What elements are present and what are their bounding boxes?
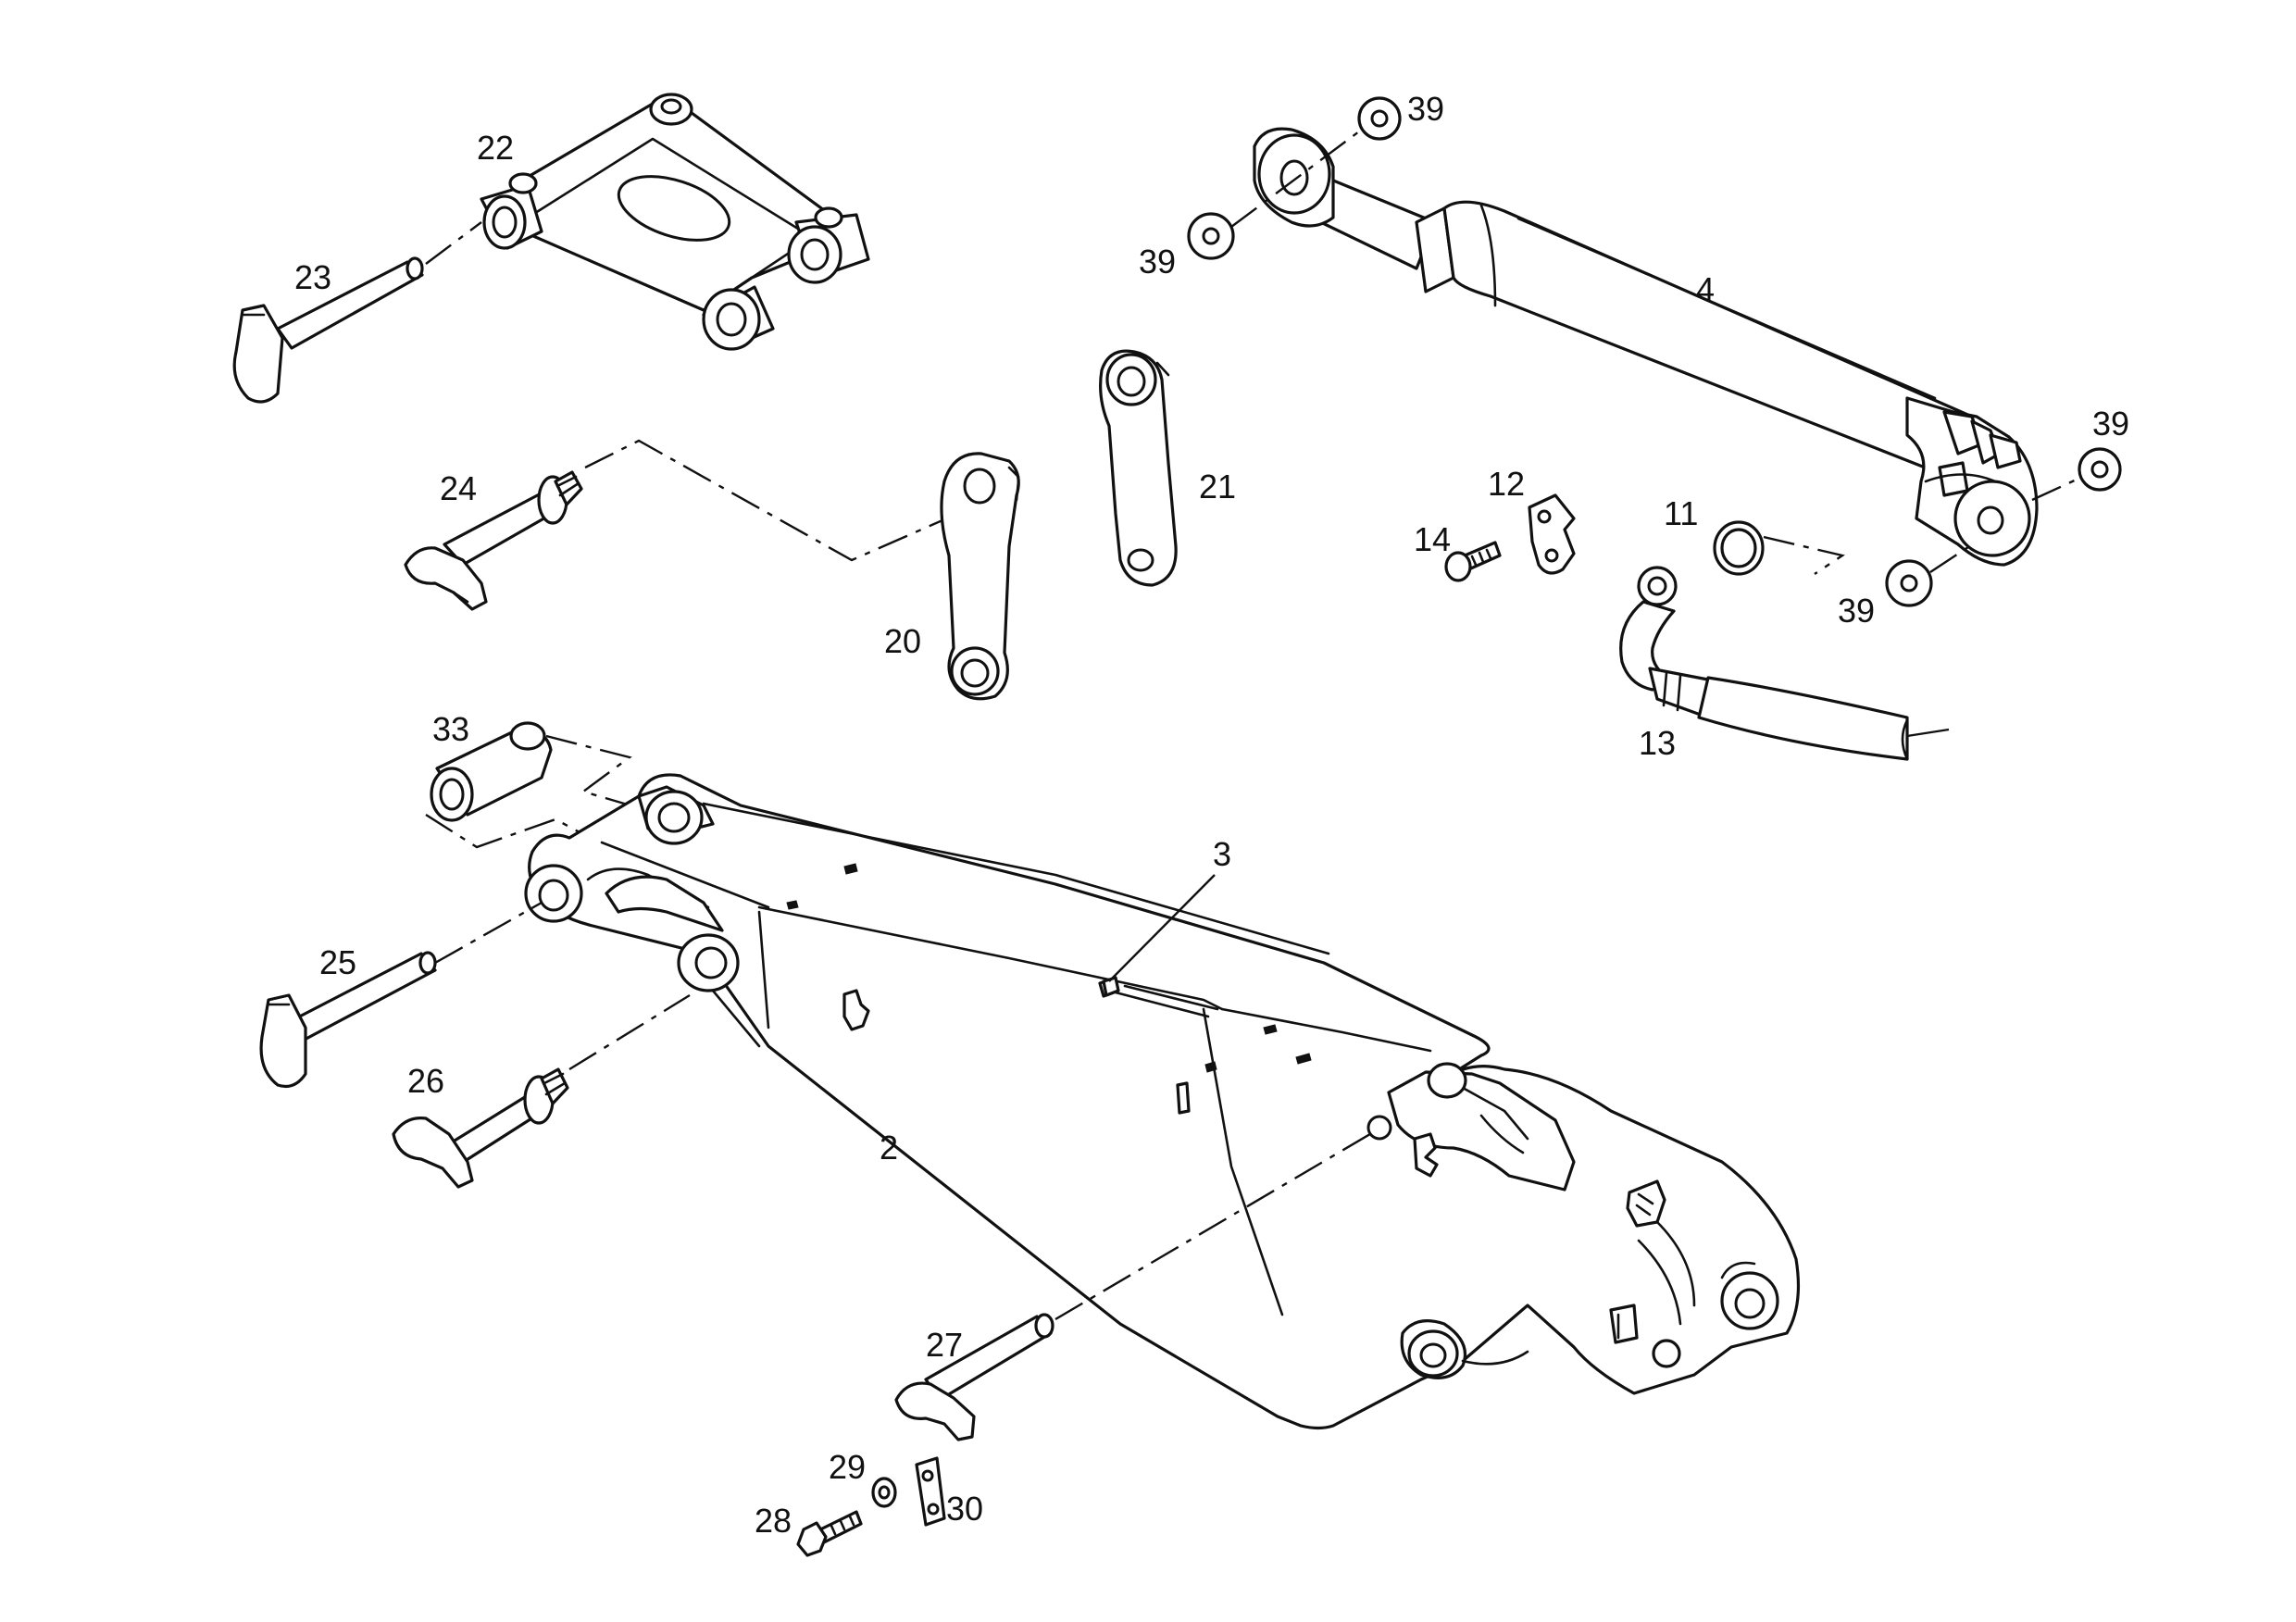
lock-plate-part-30[interactable] bbox=[915, 1456, 946, 1527]
axis-line-pin-25 bbox=[434, 901, 543, 965]
callout-33: 33 bbox=[432, 710, 469, 748]
link-part-21[interactable] bbox=[1099, 349, 1178, 587]
callout-29: 29 bbox=[829, 1448, 866, 1486]
hose-part-13[interactable] bbox=[1619, 566, 1950, 761]
callout-25: 25 bbox=[319, 943, 356, 981]
pin-part-27[interactable] bbox=[894, 1313, 1054, 1441]
axis-line-cylinder-base bbox=[1929, 540, 1978, 574]
callout-3: 3 bbox=[1213, 835, 1231, 873]
boom-part-2[interactable] bbox=[524, 773, 1801, 1430]
leader-line-3 bbox=[1108, 874, 1216, 982]
callout-20: 20 bbox=[884, 622, 921, 660]
callout-39-base-bottom: 39 bbox=[1838, 592, 1875, 630]
axis-line-cylinder-rod-eye bbox=[1230, 131, 1360, 228]
bolt-part-28[interactable] bbox=[796, 1510, 863, 1557]
axis-line-cylinder-base-right bbox=[2031, 477, 2079, 502]
callout-39-rod-top: 39 bbox=[1407, 90, 1444, 128]
axis-line-pin-24 bbox=[584, 439, 973, 562]
callout-27: 27 bbox=[926, 1326, 963, 1364]
callout-22: 22 bbox=[477, 129, 514, 167]
pin-part-24[interactable] bbox=[404, 470, 583, 611]
pin-part-26[interactable] bbox=[392, 1067, 569, 1189]
callout-24: 24 bbox=[440, 469, 477, 507]
callout-2: 2 bbox=[880, 1129, 898, 1167]
callout-39-rod-bottom: 39 bbox=[1139, 243, 1176, 281]
callout-28: 28 bbox=[755, 1502, 792, 1540]
axis-line-bushing-upper bbox=[545, 734, 647, 812]
callout-30: 30 bbox=[946, 1490, 983, 1528]
callout-23: 23 bbox=[294, 258, 331, 296]
spacer-part-39-rod-bottom[interactable] bbox=[1187, 212, 1235, 260]
pin-part-23[interactable] bbox=[232, 256, 424, 404]
clamp-screw-part-14[interactable] bbox=[1444, 541, 1502, 582]
spacer-part-39-rod-top[interactable] bbox=[1357, 96, 1402, 141]
axis-line-pin-27 bbox=[1054, 1129, 1376, 1321]
seal-ring-part-11[interactable] bbox=[1713, 520, 1765, 576]
callout-11: 11 bbox=[1664, 494, 1698, 532]
axis-line-pin-23 bbox=[425, 221, 482, 265]
callout-14: 14 bbox=[1414, 520, 1451, 558]
rocker-part-22[interactable] bbox=[480, 93, 870, 351]
callout-13: 13 bbox=[1639, 724, 1676, 762]
spacer-part-39-base-bottom[interactable] bbox=[1885, 559, 1933, 607]
bushing-part-33[interactable] bbox=[430, 721, 553, 822]
hydraulic-cylinder-part-4[interactable] bbox=[1253, 127, 2039, 567]
clamp-part-12[interactable] bbox=[1528, 493, 1576, 575]
callout-39-base-right: 39 bbox=[2092, 405, 2129, 443]
link-part-20[interactable] bbox=[940, 452, 1020, 701]
pin-part-25[interactable] bbox=[259, 951, 437, 1089]
axis-line-seal-ring bbox=[1763, 535, 1845, 575]
washer-part-29[interactable] bbox=[871, 1477, 897, 1508]
spacer-part-39-base-right[interactable] bbox=[2078, 447, 2122, 492]
callout-4: 4 bbox=[1696, 270, 1715, 308]
callout-21: 21 bbox=[1199, 468, 1236, 505]
callout-26: 26 bbox=[407, 1062, 444, 1100]
axis-line-pin-26 bbox=[568, 993, 691, 1071]
callout-12: 12 bbox=[1488, 465, 1525, 503]
